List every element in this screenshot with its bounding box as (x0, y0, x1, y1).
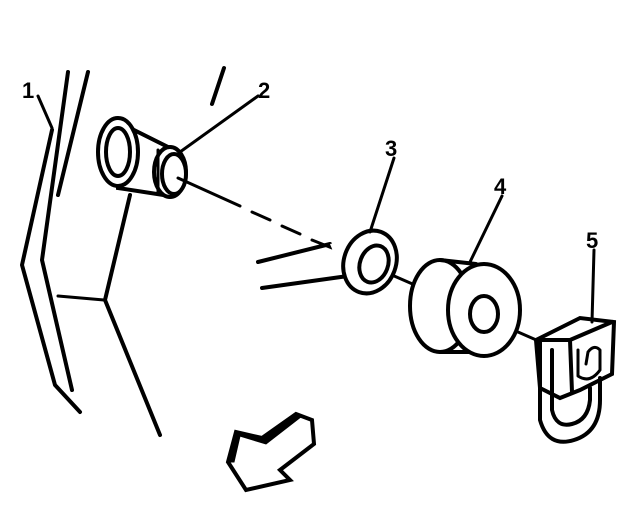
panel-frame (20, 70, 106, 414)
callout-3: 3 (385, 136, 397, 161)
callout-5: 5 (586, 228, 598, 253)
leader-2 (178, 94, 260, 154)
callout-1: 1 (22, 78, 34, 103)
leader-1 (36, 94, 54, 130)
leader-5 (590, 248, 596, 324)
leader-lines (36, 94, 596, 324)
pivot-pin (96, 116, 188, 199)
callout-2: 2 (258, 78, 270, 103)
mounting-bracket (103, 66, 226, 437)
bushing (408, 258, 522, 358)
leader-4 (468, 194, 504, 264)
callout-4: 4 (494, 174, 507, 199)
direction-arrow-icon (225, 411, 317, 493)
retaining-clip (533, 315, 617, 444)
linkage-rod (256, 228, 399, 296)
leader-3 (368, 156, 396, 234)
